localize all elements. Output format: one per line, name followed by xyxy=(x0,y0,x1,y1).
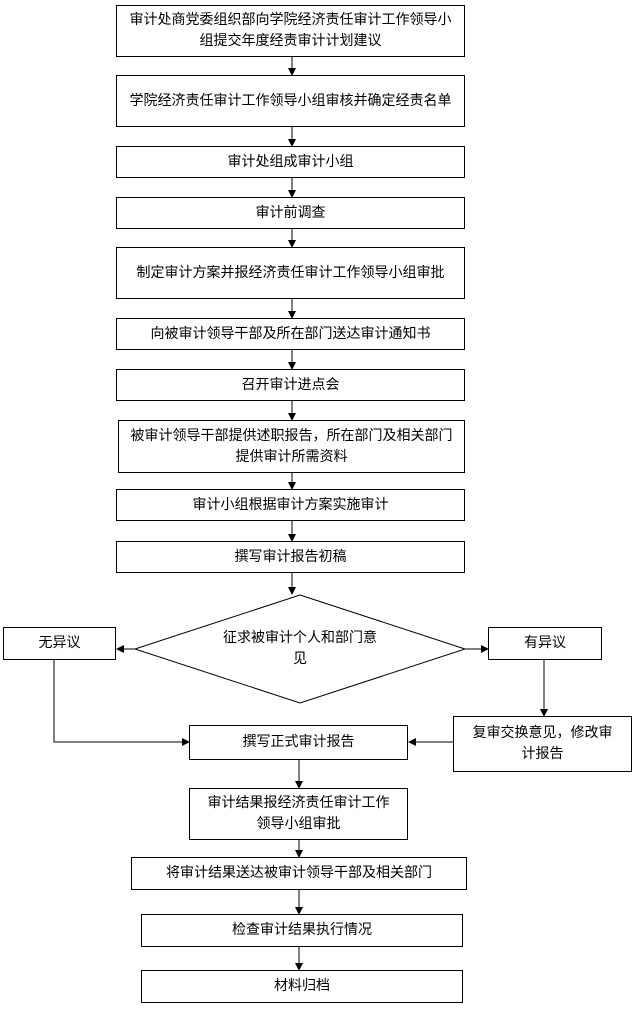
step-5-label: 制定审计方案并报经济责任审计工作领导小组审批 xyxy=(136,264,445,281)
step-13-label: 将审计结果送达被审计领导干部及相关部门 xyxy=(166,865,432,881)
step-4-box: 审计前调查 xyxy=(116,197,465,229)
step-11-label: 撰写正式审计报告 xyxy=(242,734,355,750)
step-9-label: 审计小组根据审计方案实施审计 xyxy=(192,496,389,513)
step-15-label: 材料归档 xyxy=(274,978,330,994)
step-5-box: 制定审计方案并报经济责任审计工作领导小组审批 xyxy=(116,247,465,299)
step-3-label: 审计处组成审计小组 xyxy=(227,153,354,170)
decision-label: 征求被审计个人和部门意见 xyxy=(223,630,377,667)
step-10-label: 撰写审计报告初稿 xyxy=(234,548,347,565)
decision-diamond xyxy=(133,594,467,704)
step-6-box: 向被审计领导干部及所在部门送达审计通知书 xyxy=(116,318,465,350)
step-15-box: 材料归档 xyxy=(141,970,463,1003)
no-objection-box: 无异议 xyxy=(3,627,116,660)
arrow-no-to-formal xyxy=(53,660,190,746)
step-2-box: 学院经济责任审计工作领导小组审核并确定经责名单 xyxy=(116,75,465,127)
step-1-box: 审计处商党委组织部向学院经济责任审计工作领导小组提交年度经责审计计划建议 xyxy=(116,5,465,57)
step-2-label: 学院经济责任审计工作领导小组审核并确定经责名单 xyxy=(129,92,452,109)
step-14-box: 检查审计结果执行情况 xyxy=(141,914,463,947)
step-9-box: 审计小组根据审计方案实施审计 xyxy=(116,489,465,521)
step-13-box: 将审计结果送达被审计领导干部及相关部门 xyxy=(131,857,467,890)
revise-label: 复审交换意见，修改审计报告 xyxy=(472,725,613,762)
no-objection-label: 无异议 xyxy=(38,635,81,651)
step-12-label: 审计结果报经济责任审计工作领导小组审批 xyxy=(207,795,390,832)
step-1-label: 审计处商党委组织部向学院经济责任审计工作领导小组提交年度经责审计计划建议 xyxy=(129,12,452,49)
step-10-box: 撰写审计报告初稿 xyxy=(116,541,465,573)
step-7-label: 召开审计进点会 xyxy=(241,376,340,393)
step-14-label: 检查审计结果执行情况 xyxy=(232,922,372,938)
step-7-box: 召开审计进点会 xyxy=(116,369,465,401)
has-objection-box: 有异议 xyxy=(488,627,602,660)
has-objection-label: 有异议 xyxy=(524,635,566,651)
step-11-box: 撰写正式审计报告 xyxy=(189,725,408,760)
revise-box: 复审交换意见，修改审计报告 xyxy=(453,716,632,772)
step-6-label: 向被审计领导干部及所在部门送达审计通知书 xyxy=(150,325,431,342)
step-8-label: 被审计领导干部提供述职报告，所在部门及相关部门提供审计所需资料 xyxy=(130,427,453,465)
step-4-label: 审计前调查 xyxy=(255,204,326,221)
step-12-box: 审计结果报经济责任审计工作领导小组审批 xyxy=(189,788,408,840)
step-8-box: 被审计领导干部提供述职报告，所在部门及相关部门提供审计所需资料 xyxy=(118,420,465,473)
step-3-box: 审计处组成审计小组 xyxy=(116,146,465,178)
